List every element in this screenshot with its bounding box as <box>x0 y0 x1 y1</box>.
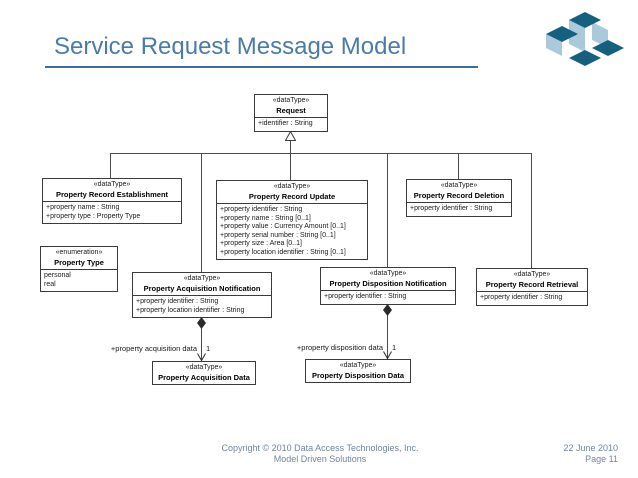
composition-diamond-icon <box>197 317 206 329</box>
generalization-arrow-icon <box>285 131 296 141</box>
stereotype-label: «dataType» <box>272 97 310 104</box>
class-name: Property Type <box>54 258 104 267</box>
class-box-property-disposition-data: «dataType» Property Disposition Data <box>305 359 411 383</box>
footer-date-page: 22 June 2010 Page 11 <box>563 443 618 465</box>
attribute-compartment: +property name : String +property type :… <box>43 201 181 223</box>
attribute-compartment: +property identifier : String +property … <box>217 203 367 259</box>
attribute-compartment: +property identifier : String <box>477 291 587 305</box>
composition-line-disposition <box>387 300 388 359</box>
attribute-line: +identifier : String <box>258 120 313 127</box>
attribute-line: +property size : Area [0..1] <box>220 240 302 247</box>
class-header: «dataType» Request <box>255 95 327 117</box>
association-multiplicity-label: 1 <box>206 344 211 353</box>
class-header: «dataType» Property Record Update <box>217 181 367 203</box>
class-name: Property Record Establishment <box>55 190 169 199</box>
class-box-request: «dataType» Request +identifier : String <box>254 94 328 132</box>
class-name: Property Acquisition Notification <box>143 284 261 293</box>
connector-line-retrieval <box>531 153 532 271</box>
generalization-bus-line <box>110 153 531 154</box>
class-header: «dataType» Property Acquisition Notifica… <box>133 273 271 295</box>
attribute-line: +property value : Currency Amount [0..1] <box>220 223 346 230</box>
literal-line: personal <box>44 272 71 279</box>
class-header: «enumeration» Property Type <box>41 247 117 269</box>
class-box-property-record-deletion: «dataType» Property Record Deletion +pro… <box>406 179 512 217</box>
class-header: «dataType» Property Record Establishment <box>43 179 181 201</box>
class-header: «dataType» Property Acquisition Data <box>153 362 255 384</box>
footer-copyright-line1: Copyright © 2010 Data Access Technologie… <box>221 443 419 453</box>
class-box-property-acquisition-notification: «dataType» Property Acquisition Notifica… <box>132 272 272 318</box>
class-name: Property Record Deletion <box>413 191 505 200</box>
class-name: Property Acquisition Data <box>158 373 250 382</box>
footer-date: 22 June 2010 <box>563 443 618 453</box>
composition-diamond-icon <box>383 304 392 316</box>
stereotype-label: «dataType» <box>339 362 377 369</box>
footer-page-number: Page 11 <box>585 454 618 464</box>
association-role-label: +property acquisition data <box>110 344 197 353</box>
attribute-line: +property identifier : String <box>410 205 493 212</box>
stereotype-label: «dataType» <box>513 271 551 278</box>
association-role-label: +property disposition data <box>296 343 383 352</box>
literal-compartment: personal real <box>41 269 117 291</box>
attribute-line: +property name : String [0..1] <box>220 214 311 222</box>
attribute-line: +property identifier : String <box>136 298 219 305</box>
footer-copyright: Copyright © 2010 Data Access Technologie… <box>120 443 520 465</box>
stereotype-label: «dataType» <box>273 183 311 190</box>
class-header: «dataType» Property Disposition Notifica… <box>321 268 455 290</box>
arrowhead-icon <box>383 351 392 359</box>
class-box-property-disposition-notification: «dataType» Property Disposition Notifica… <box>320 267 456 305</box>
class-box-property-record-establishment: «dataType» Property Record Establishment… <box>42 178 182 224</box>
stereotype-label: «enumeration» <box>55 249 103 256</box>
association-multiplicity-label: 1 <box>392 343 397 352</box>
attribute-line: +property identifier : String <box>324 293 407 300</box>
class-name: Request <box>276 106 306 115</box>
attribute-line: +property location identifier : String <box>136 306 245 314</box>
stereotype-label: «dataType» <box>93 181 131 188</box>
attribute-compartment: +identifier : String <box>255 117 327 131</box>
attribute-compartment: +property identifier : String <box>321 290 455 304</box>
attribute-compartment: +property identifier : String <box>407 202 511 216</box>
attribute-line: +property identifier : String <box>220 206 303 213</box>
class-header: «dataType» Property Record Retrieval <box>477 269 587 291</box>
company-logo-icon <box>546 12 624 66</box>
arrowhead-icon <box>197 353 206 361</box>
stereotype-label: «dataType» <box>183 275 221 282</box>
connector-line-acquisition-notification <box>201 153 202 275</box>
attribute-line: +property name : String <box>46 204 120 211</box>
attribute-line: +property type : Property Type <box>46 212 141 220</box>
stereotype-label: «dataType» <box>440 182 478 189</box>
generalization-stem-line <box>290 140 291 181</box>
connector-line-deletion <box>458 153 459 182</box>
connector-line-disposition-notification <box>387 153 388 270</box>
class-name: Property Record Update <box>248 192 336 201</box>
class-header: «dataType» Property Record Deletion <box>407 180 511 202</box>
enumeration-box-property-type: «enumeration» Property Type personal rea… <box>40 246 118 292</box>
class-box-property-acquisition-data: «dataType» Property Acquisition Data <box>152 361 256 385</box>
class-name: Property Disposition Notification <box>329 279 447 288</box>
title-underline <box>45 66 478 68</box>
class-name: Property Record Retrieval <box>485 280 579 289</box>
class-header: «dataType» Property Disposition Data <box>306 360 410 382</box>
class-box-property-record-retrieval: «dataType» Property Record Retrieval +pr… <box>476 268 588 306</box>
attribute-compartment: +property identifier : String +property … <box>133 295 271 317</box>
stereotype-label: «dataType» <box>369 270 407 277</box>
attribute-line: +property serial number : String [0..1] <box>220 231 336 239</box>
stereotype-label: «dataType» <box>185 364 223 371</box>
literal-line: real <box>44 280 56 288</box>
class-box-property-record-update: «dataType» Property Record Update +prope… <box>216 180 368 260</box>
composition-line-acquisition <box>201 310 202 361</box>
attribute-line: +property location identifier : String [… <box>220 248 346 256</box>
attribute-line: +property identifier : String <box>480 294 563 301</box>
class-name: Property Disposition Data <box>311 371 405 380</box>
page-title: Service Request Message Model <box>54 33 407 60</box>
connector-line-establishment <box>110 153 111 181</box>
footer-copyright-line2: Model Driven Solutions <box>273 454 367 464</box>
